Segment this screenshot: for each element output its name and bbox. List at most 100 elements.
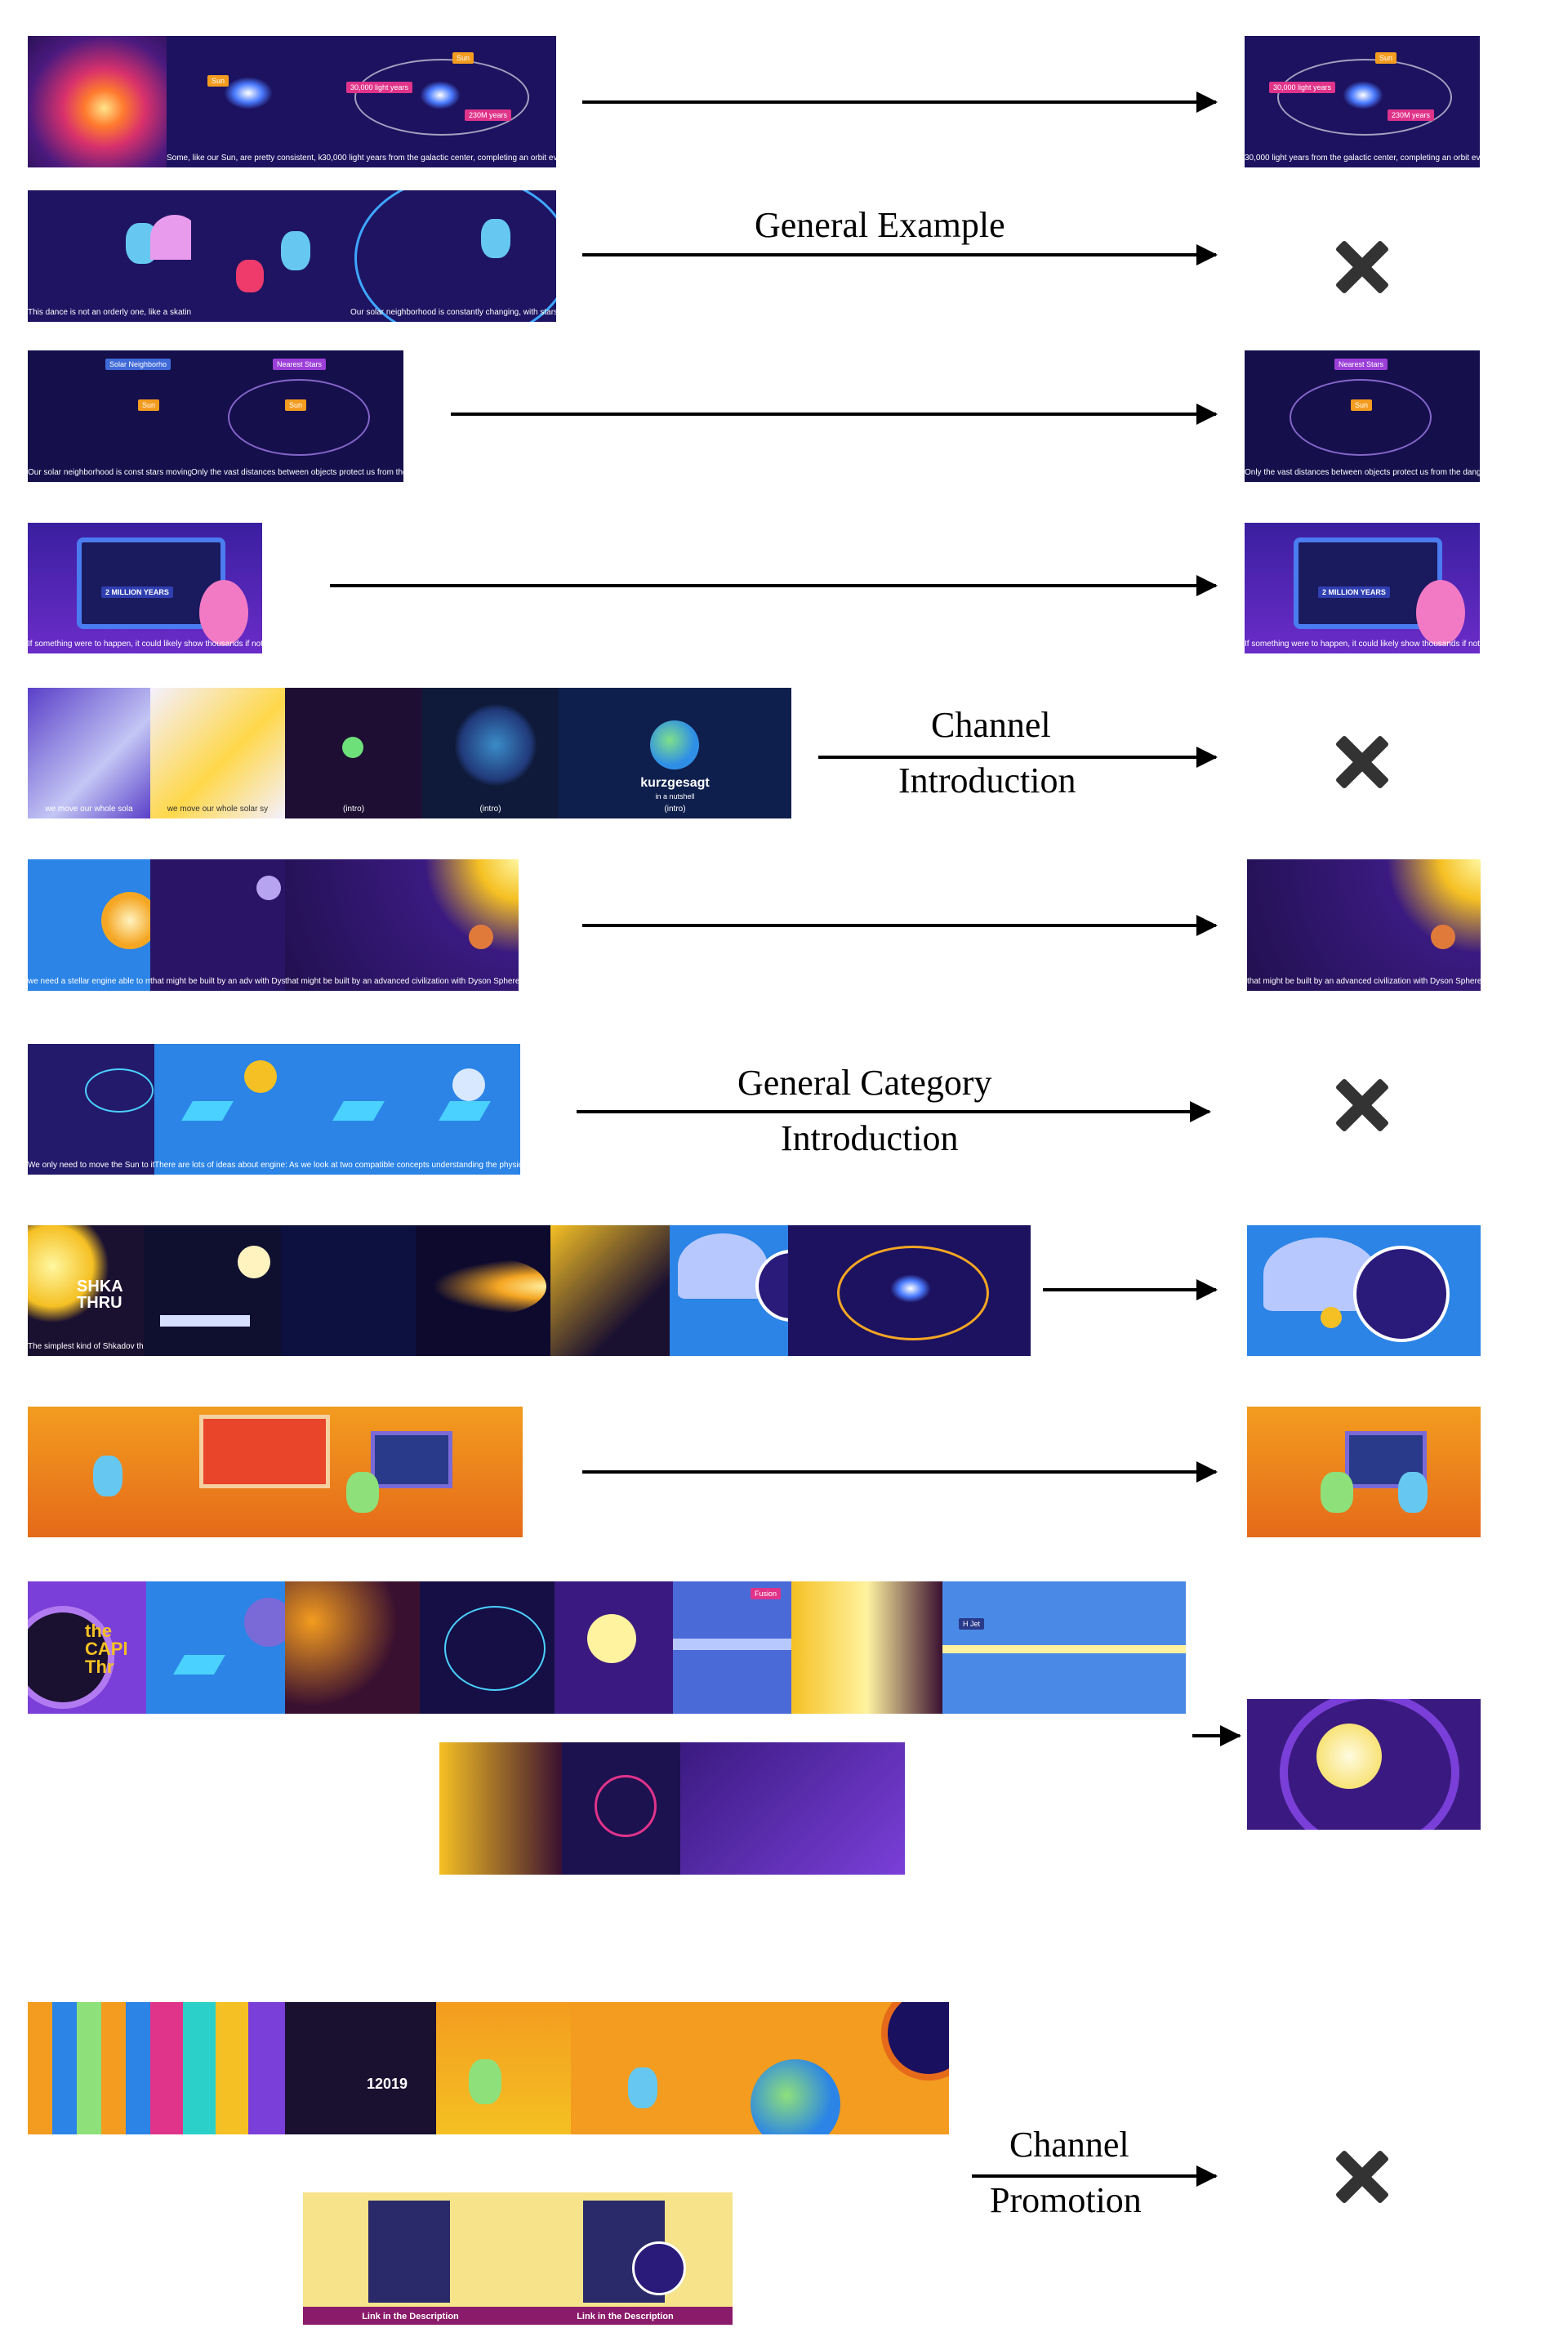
row10-frame-3 — [285, 1581, 420, 1714]
row6-subtitle-1: we need a stellar engine able to move th… — [28, 977, 150, 986]
link-text: Link in the Description — [577, 2312, 674, 2321]
row8-arrow — [1043, 1279, 1218, 1300]
row10-frame-9 — [439, 1742, 562, 1875]
bird-character-green — [1321, 1472, 1353, 1513]
row5-input-frames: we move our whole sola we move our whole… — [28, 688, 791, 818]
row4-output-frame: 2 MILLION YEARS If something were to hap… — [1245, 523, 1480, 653]
row7-input-frames: We only need to move the Sun to it by gr… — [28, 1044, 520, 1175]
title-text: the CAPl Thr — [85, 1621, 128, 1677]
row10-frame-8: H Jet — [942, 1581, 1186, 1714]
row5-frame-3: (intro) — [285, 688, 422, 818]
label-channel-introduction-1: Channel — [931, 705, 1051, 745]
row2-frame-1: This dance is not an orderly one, like a… — [28, 190, 191, 322]
discard-x-icon — [1334, 734, 1391, 791]
nearest-stars-tag: Nearest Stars — [273, 359, 327, 370]
row7-subtitle-2: There are lots of ideas about engine: me… — [154, 1161, 289, 1170]
link-banner — [518, 2307, 733, 2325]
sun — [587, 1614, 636, 1663]
row1-frame-orbit: 30,000 light years 230M years Sun 30,000… — [322, 36, 556, 167]
row2-frame-2 — [191, 190, 350, 322]
row8-frame-6 — [670, 1225, 788, 1356]
row10-frame-5 — [555, 1581, 673, 1714]
row9-input-frame — [28, 1407, 523, 1537]
row7-frame-1: We only need to move the Sun to it by gr… — [28, 1044, 154, 1175]
row2-frame-3: Our solar neighborhood is constantly cha… — [350, 190, 556, 322]
row9-arrow — [582, 1461, 1218, 1483]
row11-frame-1 — [28, 2002, 150, 2134]
row11-poster-2: Link in the Description — [518, 2192, 733, 2325]
label-channel-introduction-2: Introduction — [898, 760, 1076, 801]
orbit-ring — [1277, 59, 1452, 136]
row3-input-frames: Solar Neighborho Sun Our solar neighborh… — [28, 350, 403, 482]
row6-frame-1: we need a stellar engine able to move th… — [28, 859, 150, 991]
row5-subtitle-1: we move our whole sola — [45, 805, 133, 814]
link-text: Link in the Description — [362, 2312, 459, 2321]
row10-frame-11 — [680, 1742, 905, 1875]
row10-output-frame — [1247, 1699, 1481, 1830]
nearest-stars-tag: Nearest Stars — [1334, 359, 1388, 370]
row5-frame-5: kurzgesagt in a nutshell (intro) — [559, 688, 791, 818]
sphere — [244, 1060, 277, 1093]
row5-frame-1: we move our whole sola — [28, 688, 150, 818]
row3-frame-2: Nearest Stars Sun Only the vast distance… — [191, 350, 403, 482]
row6-arrow — [582, 915, 1218, 936]
brand-name: kurzgesagt — [640, 776, 710, 790]
row1-output-frame: 30,000 light years 230M years Sun 30,000… — [1245, 36, 1480, 167]
row6-subtitle-3: that might be built by an advanced civil… — [285, 977, 519, 986]
row11-input-frames-top: 12019 — [28, 2002, 949, 2134]
row6-output-frame: that might be built by an advanced civil… — [1247, 859, 1481, 991]
galaxy-core — [890, 1274, 931, 1303]
orbit-ring — [354, 190, 556, 322]
planet — [1431, 925, 1455, 949]
row11-frame-2 — [150, 2002, 285, 2134]
pink-shape — [150, 215, 191, 260]
row3-frame-1: Solar Neighborho Sun Our solar neighborh… — [28, 350, 191, 482]
row9-output-frame — [1247, 1407, 1481, 1537]
million-years-banner: 2 MILLION YEARS — [1318, 586, 1390, 598]
chalkboard — [199, 1415, 330, 1488]
row1-frame-sun: Sun Some, like our Sun, are pretty consi… — [167, 36, 322, 167]
bird-character — [93, 1456, 122, 1496]
dome — [678, 1233, 768, 1299]
year-text: 12019 — [367, 2076, 408, 2092]
row11-frame-5 — [571, 2002, 702, 2134]
intro-caption: (intro) — [479, 805, 501, 814]
hjet-tag: H Jet — [959, 1618, 985, 1630]
row3-output-frame: Nearest Stars Sun Only the vast distance… — [1245, 350, 1480, 482]
row6-subtitle-2: that might be built by an adv with Dyson… — [150, 977, 285, 986]
row1-output-subtitle: 30,000 light years from the galactic cen… — [1245, 154, 1480, 163]
row10-input-frames-top: the CAPl Thr Fusion H Jet — [28, 1581, 1186, 1714]
label-general-category-2: Introduction — [781, 1118, 959, 1158]
rocket — [160, 1315, 250, 1327]
period-tag: 230M years — [465, 109, 512, 121]
row11-input-frames-bottom: Link in the Description Link in the Desc… — [303, 2192, 733, 2325]
discard-x-icon — [1334, 2148, 1391, 2205]
row3-arrow — [451, 404, 1218, 425]
million-years-banner: 2 MILLION YEARS — [101, 586, 173, 598]
zoom-circle — [1353, 1246, 1450, 1342]
solar-neighborhood-tag: Solar Neighborho — [105, 359, 172, 370]
sun-tag: Sun — [452, 52, 474, 64]
platform — [439, 1101, 491, 1121]
fusion-tag: Fusion — [751, 1588, 782, 1599]
pink-character — [1416, 580, 1465, 645]
row7-frame-2: There are lots of ideas about engine: me… — [154, 1044, 289, 1175]
row7-subtitle-1: We only need to move the Sun to it by gr… — [28, 1161, 154, 1170]
beam — [942, 1645, 1186, 1653]
discard-x-icon — [1334, 239, 1391, 296]
pink-character — [199, 580, 248, 645]
label-general-category-1: General Category — [737, 1063, 992, 1103]
bird-character — [481, 219, 510, 258]
golden-sphere — [101, 892, 150, 949]
row5-subtitle-2: we move our whole solar sy — [167, 805, 269, 814]
row4-subtitle: If something were to happen, it could li… — [28, 640, 262, 649]
orbit-ring — [354, 59, 529, 136]
globe-wireframe — [595, 1775, 657, 1837]
row10-input-frames-bottom — [439, 1742, 905, 1875]
row1-subtitle-2: Some, like our Sun, are pretty consisten… — [167, 154, 322, 163]
orbit-ring — [837, 1246, 989, 1340]
sun-tag: Sun — [138, 399, 160, 411]
row10-frame-7 — [791, 1581, 942, 1714]
bird-character — [281, 231, 310, 270]
row6-input-frames: we need a stellar engine able to move th… — [28, 859, 519, 991]
